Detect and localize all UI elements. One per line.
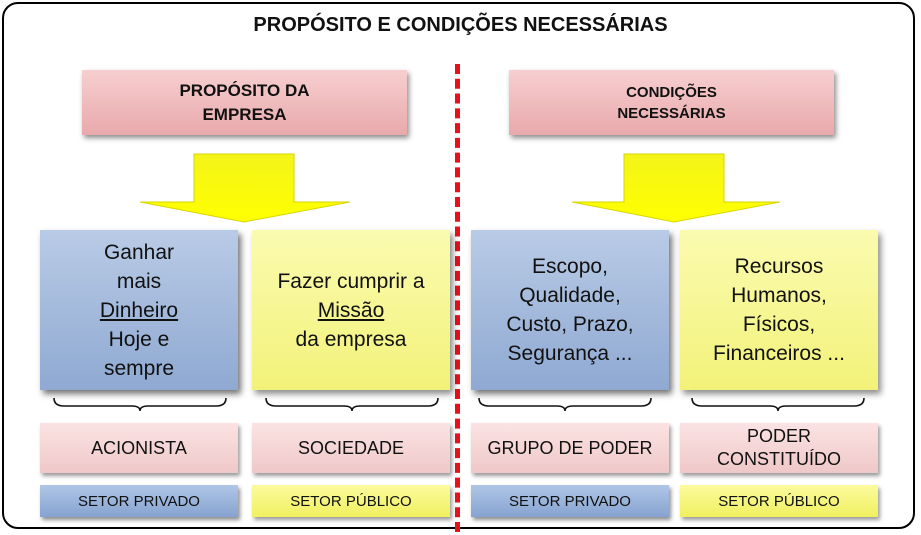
group-grupo-de-poder: GRUPO DE PODER	[471, 423, 669, 473]
group-sociedade: SOCIEDADE	[252, 423, 450, 473]
recursos-line2: Humanos,	[731, 284, 827, 307]
poder-constituido-line1: PODER	[746, 426, 811, 446]
recursos-line4: Financeiros ...	[713, 342, 845, 365]
acionista-label: ACIONISTA	[91, 437, 187, 458]
sector-privado-2-label: SETOR PRIVADO	[509, 492, 631, 510]
ganhar-line1: Ganhar	[103, 240, 175, 264]
ganhar-line5: sempre	[103, 356, 175, 380]
ganhar-line3: Dinheiro	[99, 298, 179, 322]
box-escopo: Escopo, Qualidade, Custo, Prazo, Seguran…	[471, 230, 669, 390]
center-dashed-divider	[455, 64, 460, 532]
header-condicoes-necessarias: CONDIÇÕES NECESSÁRIAS	[509, 70, 834, 135]
ganhar-line4: Hoje e	[108, 327, 170, 351]
header-condicoes-line2: NECESSÁRIAS	[617, 104, 726, 122]
grupo-poder-label: GRUPO DE PODER	[487, 437, 653, 458]
right-down-arrow-icon	[571, 153, 781, 223]
box-recursos: Recursos Humanos, Físicos, Financeiros .…	[680, 230, 878, 390]
sector-privado-1-label: SETOR PRIVADO	[78, 492, 200, 510]
box-fazer-cumprir-missao: Fazer cumprir a Missão da empresa	[252, 230, 450, 390]
left-down-arrow-icon	[139, 153, 351, 223]
sector-publico-2: SETOR PÚBLICO	[680, 485, 878, 517]
escopo-line4: Segurança ...	[507, 342, 633, 365]
ganhar-line2: mais	[116, 269, 162, 293]
header-condicoes-line1: CONDIÇÕES	[626, 83, 717, 101]
poder-constituido-line2: CONSTITUÍDO	[717, 449, 841, 469]
fazer-line1: Fazer cumprir a	[277, 269, 425, 293]
sector-privado-1: SETOR PRIVADO	[40, 485, 238, 517]
group-acionista: ACIONISTA	[40, 423, 238, 473]
brace-escopo	[478, 397, 652, 412]
header-proposito-empresa: PROPÓSITO DA EMPRESA	[82, 70, 407, 135]
brace-recursos	[691, 397, 865, 412]
sector-publico-2-label: SETOR PÚBLICO	[718, 492, 840, 510]
recursos-line3: Físicos,	[742, 313, 816, 336]
fazer-line3: da empresa	[295, 327, 407, 351]
escopo-line1: Escopo,	[532, 255, 608, 278]
brace-ganhar	[53, 397, 227, 412]
group-poder-constituido: PODER CONSTITUÍDO	[680, 423, 878, 473]
escopo-line3: Custo, Prazo,	[506, 313, 634, 336]
sector-privado-2: SETOR PRIVADO	[471, 485, 669, 517]
fazer-line2: Missão	[317, 298, 385, 322]
recursos-line1: Recursos	[734, 255, 824, 278]
sector-publico-1: SETOR PÚBLICO	[252, 485, 450, 517]
escopo-line2: Qualidade,	[519, 284, 621, 307]
brace-fazer	[265, 397, 439, 412]
header-proposito-line1: PROPÓSITO DA	[179, 80, 310, 100]
header-proposito-line2: EMPRESA	[202, 104, 287, 124]
diagram-title: PROPÓSITO E CONDIÇÕES NECESSÁRIAS	[253, 14, 668, 36]
box-ganhar-dinheiro: Ganhar mais Dinheiro Hoje e sempre	[40, 230, 238, 390]
sociedade-label: SOCIEDADE	[297, 437, 405, 458]
sector-publico-1-label: SETOR PÚBLICO	[290, 492, 412, 510]
